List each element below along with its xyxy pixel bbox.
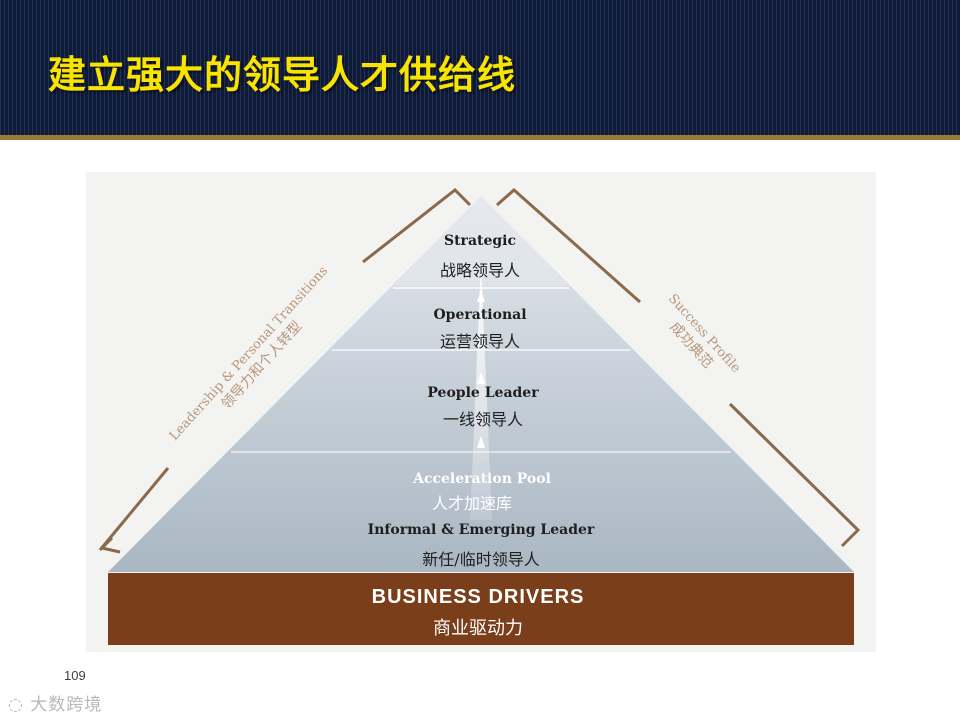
page-number: 109 <box>64 668 86 683</box>
watermark-text: 大数跨境 <box>30 695 103 715</box>
watermark: ◌ 大数跨境 <box>8 690 102 715</box>
level-band-strategic <box>393 196 569 286</box>
right-bracket-lower <box>728 402 861 548</box>
header-divider <box>0 135 960 140</box>
watermark-logo-icon: ◌ <box>8 695 24 715</box>
up-arrow <box>477 372 485 384</box>
slide-title: 建立强大的领导人才供给线 <box>48 53 517 97</box>
level-acceleration-pool-en: Acceleration Pool <box>412 471 551 487</box>
up-arrow <box>477 290 485 302</box>
left-bracket-lower-edge <box>98 467 170 551</box>
business-drivers-cn: 商业驱动力 <box>433 618 523 639</box>
level-acceleration-pool-cn: 人才加速库 <box>432 494 512 513</box>
level-operational-cn: 运营领导人 <box>440 332 520 351</box>
level-emerging-leader-en: Informal & Emerging Leader <box>368 522 595 538</box>
level-people-leader-cn: 一线领导人 <box>443 410 523 429</box>
level-strategic-cn: 战略领导人 <box>440 261 520 280</box>
level-emerging-leader-cn: 新任/临时领导人 <box>422 550 539 569</box>
left-bracket-upper <box>362 188 472 264</box>
business-drivers-band <box>108 573 854 645</box>
header-banner <box>0 0 960 135</box>
level-operational-en: Operational <box>433 307 526 323</box>
business-drivers-en: BUSINESS DRIVERS <box>372 586 585 608</box>
level-strategic-en: Strategic <box>444 233 516 249</box>
light-beam <box>470 262 492 520</box>
up-arrow <box>477 436 485 448</box>
level-people-leader-en: People Leader <box>427 385 539 401</box>
right-bracket-upper <box>496 187 641 304</box>
